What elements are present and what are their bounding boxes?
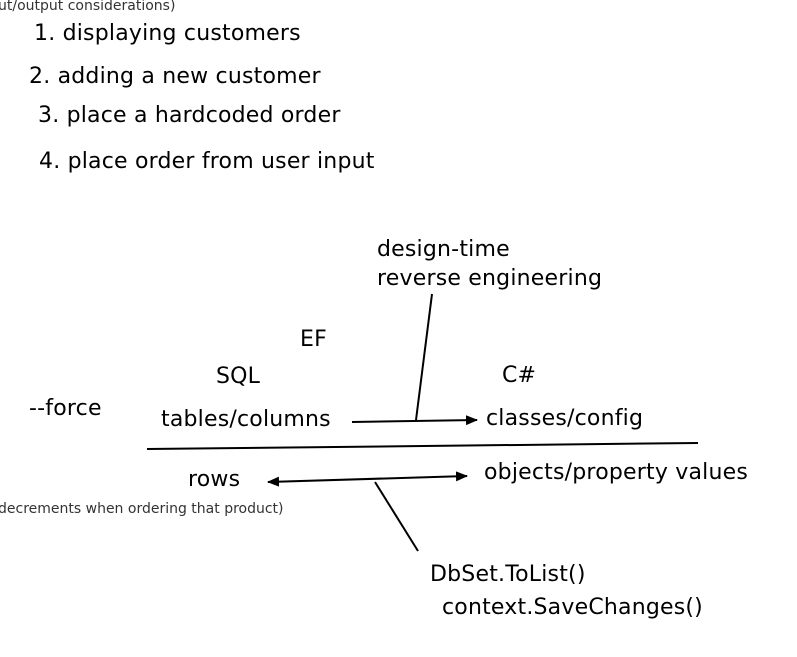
csharp-label: C#	[502, 363, 537, 388]
design-time-label: design-time	[377, 237, 510, 262]
dbset-tolist-label: DbSet.ToList()	[430, 562, 586, 587]
sql-label: SQL	[216, 364, 261, 389]
list-item-4: 4. place order from user input	[39, 149, 375, 174]
rows-label: rows	[188, 467, 241, 492]
divider-line	[146, 442, 699, 450]
list-item-2: 2. adding a new customer	[29, 64, 321, 89]
classes-config-label: classes/config	[486, 406, 644, 431]
top-cut-note: ut/output considerations)	[0, 0, 176, 14]
tables-columns-label: tables/columns	[161, 407, 331, 432]
runtime-mapping-arrow	[267, 471, 468, 487]
ef-label: EF	[300, 327, 327, 352]
reverse-engineering-label: reverse engineering	[377, 266, 603, 291]
save-changes-label: context.SaveChanges()	[442, 595, 703, 620]
scaffold-arrow	[351, 415, 478, 426]
runtime-pointer-line	[374, 481, 419, 552]
force-flag-label: --force	[29, 396, 102, 421]
list-item-1: 1. displaying customers	[34, 21, 301, 46]
objects-property-values-label: objects/property values	[484, 460, 748, 485]
design-time-pointer-line	[415, 293, 433, 421]
mid-cut-note: decrements when ordering that product)	[0, 501, 284, 517]
list-item-3: 3. place a hardcoded order	[38, 103, 341, 128]
